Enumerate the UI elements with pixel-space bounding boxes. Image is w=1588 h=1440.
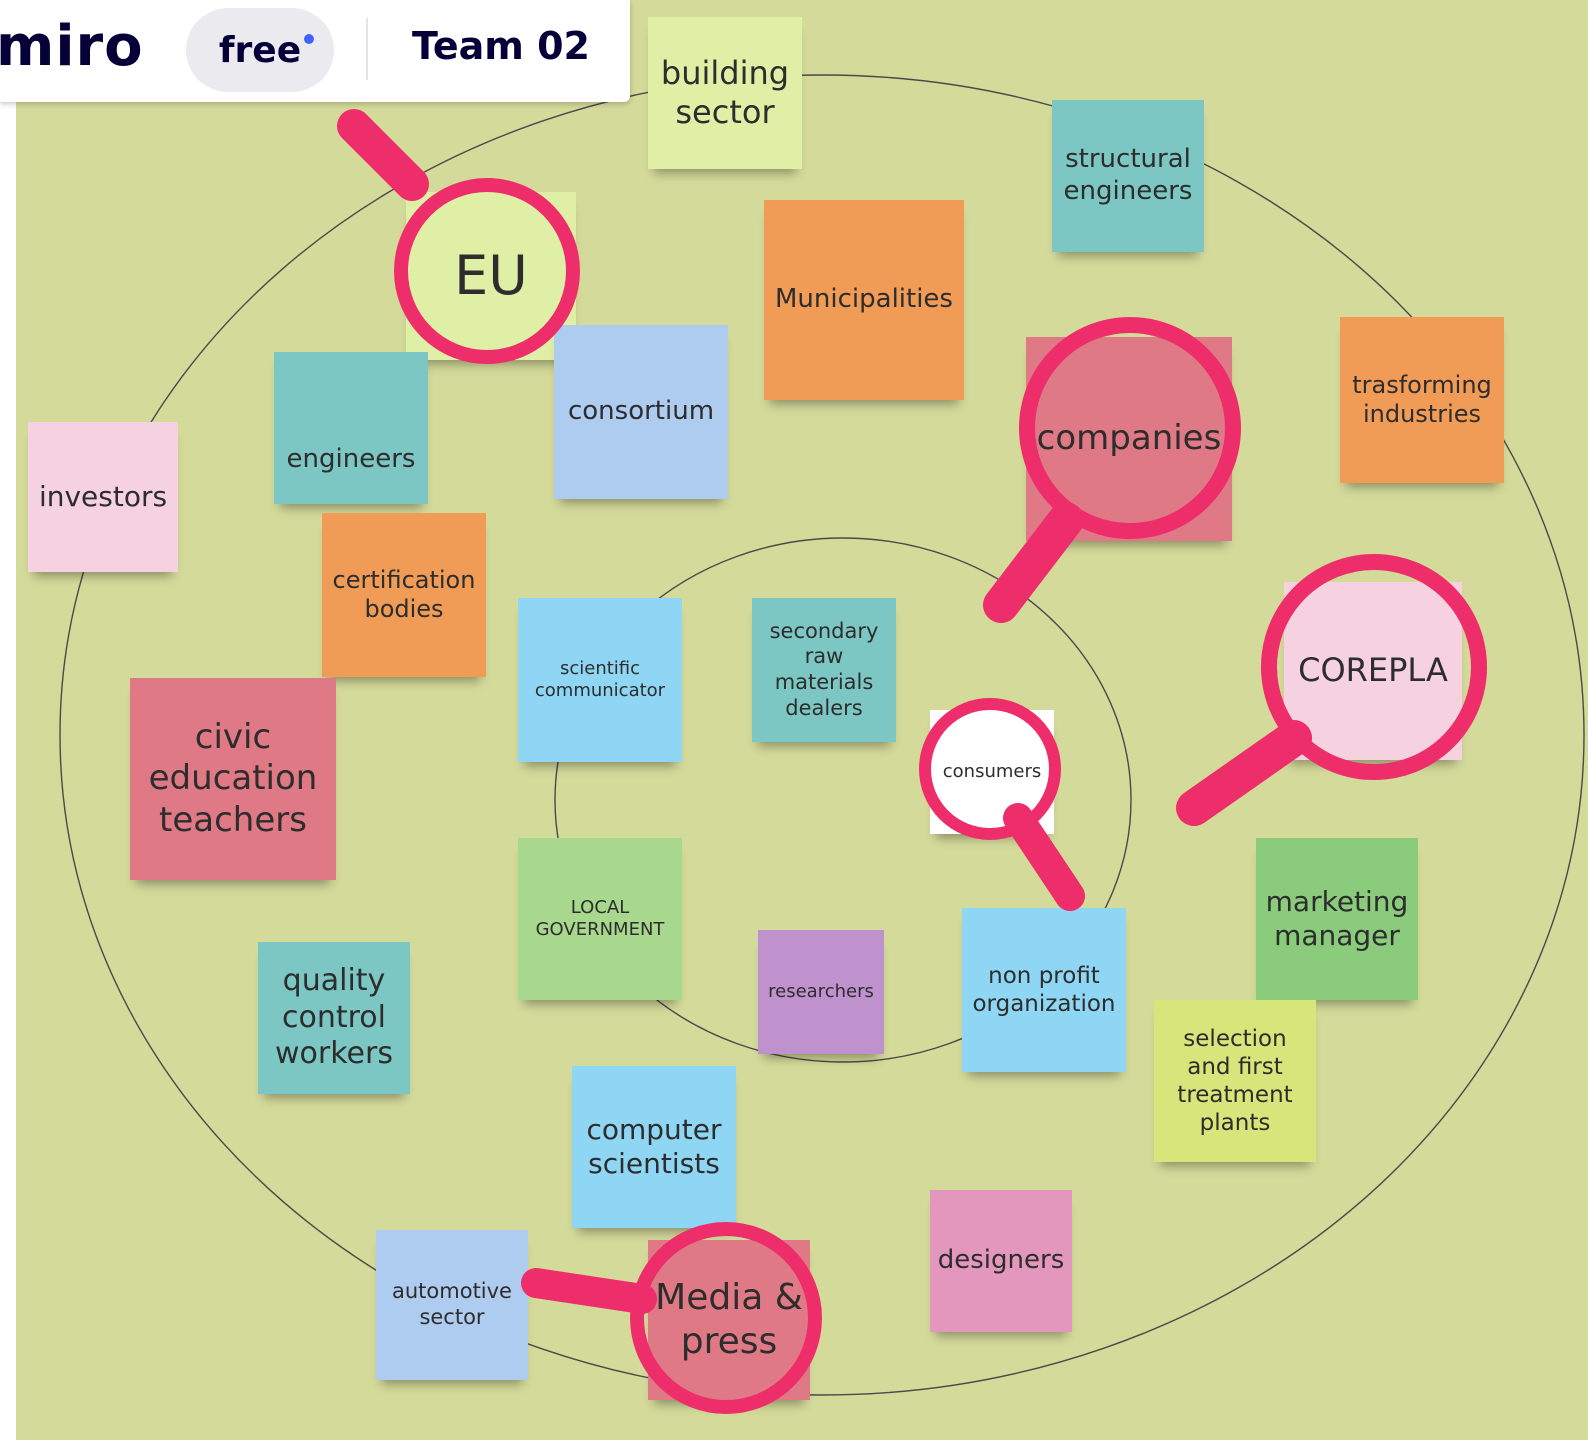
sticky-note-building-sector[interactable]: building sector xyxy=(648,17,802,169)
sticky-note-scientific-communicator[interactable]: scientific communicator xyxy=(518,598,682,762)
sticky-note-investors[interactable]: investors xyxy=(28,422,178,572)
sticky-note-municipalities[interactable]: Municipalities xyxy=(764,200,964,400)
sticky-note-non-profit-organization[interactable]: non profit organization xyxy=(962,908,1126,1072)
sticky-note-structural-engineers[interactable]: structural engineers xyxy=(1052,100,1204,252)
plan-badge[interactable]: free xyxy=(186,8,334,92)
sticky-note-computer-scientists[interactable]: computer scientists xyxy=(572,1066,736,1228)
sticky-note-eu[interactable]: EU xyxy=(406,192,576,360)
sticky-note-local-government[interactable]: LOCAL GOVERNMENT xyxy=(518,838,682,1000)
sticky-note-corepla[interactable]: COREPLA xyxy=(1284,582,1462,760)
sticky-note-researchers[interactable]: researchers xyxy=(758,930,884,1054)
sticky-note-quality-control-workers[interactable]: quality control workers xyxy=(258,942,410,1094)
board-name[interactable]: Team 02 xyxy=(412,24,590,68)
whiteboard-canvas[interactable]: building sector structural engineers EU … xyxy=(16,0,1588,1440)
sticky-note-civic-education-teachers[interactable]: civic education teachers xyxy=(130,678,336,880)
notification-dot-icon xyxy=(304,34,314,44)
sticky-note-marketing-manager[interactable]: marketing manager xyxy=(1256,838,1418,1000)
sticky-note-secondary-raw-materials-dealers[interactable]: secondary raw materials dealers xyxy=(752,598,896,742)
sticky-note-designers[interactable]: designers xyxy=(930,1190,1072,1332)
sticky-note-engineers[interactable]: engineers xyxy=(274,352,428,504)
plan-badge-label: free xyxy=(218,29,302,71)
miro-logo[interactable]: miro xyxy=(0,14,144,79)
sticky-note-automotive-sector[interactable]: automotive sector xyxy=(376,1230,528,1380)
sticky-note-media-and-press[interactable]: Media & press xyxy=(648,1240,810,1400)
top-toolbar: miro free Team 02 xyxy=(0,0,630,102)
sticky-note-selection-and-first-treatment-plants[interactable]: selection and first treatment plants xyxy=(1154,1000,1316,1162)
sticky-note-trasforming-industries[interactable]: trasforming industries xyxy=(1340,317,1504,483)
sticky-note-certification-bodies[interactable]: certification bodies xyxy=(322,513,486,677)
toolbar-divider xyxy=(366,18,368,80)
sticky-note-companies[interactable]: companies xyxy=(1026,337,1232,541)
sticky-note-consumers[interactable]: consumers xyxy=(930,710,1054,834)
sticky-note-consortium[interactable]: consortium xyxy=(554,325,728,499)
